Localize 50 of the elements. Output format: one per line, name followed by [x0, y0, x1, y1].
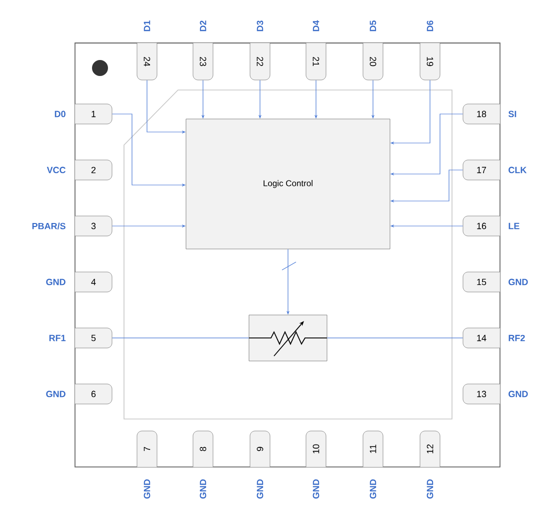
- pin-tab: 13: [462, 384, 500, 404]
- pin-label: D0: [54, 110, 66, 118]
- pin-tab: 19: [420, 42, 440, 80]
- pin-tab: 23: [192, 42, 214, 80]
- pin-tab: 8: [192, 430, 214, 468]
- pin-tab: 22: [250, 42, 270, 80]
- pin-label: D2: [200, 20, 206, 32]
- pin-label: GND: [46, 390, 66, 398]
- pin-label: GND: [370, 479, 376, 499]
- pin-tab: 11: [362, 430, 384, 468]
- pin-label: CLK: [508, 166, 527, 174]
- pin-tab: 15: [462, 272, 500, 292]
- pin-tab: 24: [136, 42, 158, 80]
- variable-resistor-box: [248, 314, 328, 362]
- pin-label: GND: [508, 278, 528, 286]
- pin-tab: 21: [306, 42, 326, 80]
- pin-tab: 18: [462, 104, 500, 124]
- pin-label: LE: [508, 222, 520, 230]
- pin-tab: 20: [362, 42, 384, 80]
- pin-tab: 6: [74, 384, 112, 404]
- pin-tab: 12: [420, 430, 440, 468]
- pin-tab: 2: [74, 160, 112, 180]
- pin-tab: 3: [74, 216, 112, 236]
- pin-label: PBAR/S: [32, 222, 66, 230]
- pin-label: RF1: [49, 334, 66, 342]
- pin-tab: 4: [74, 272, 112, 292]
- pin-tab: 1: [74, 104, 112, 124]
- pin-label: VCC: [46, 166, 66, 174]
- pin-tab: 10: [306, 430, 326, 468]
- pin-label: D4: [312, 20, 320, 32]
- pin-tab: 7: [136, 430, 158, 468]
- pin-label: GND: [426, 479, 434, 499]
- pin-tab: 9: [250, 430, 270, 468]
- pin-label: GND: [256, 479, 264, 499]
- pin-tab: 5: [74, 328, 112, 348]
- logic-block: Logic Control: [186, 118, 390, 250]
- pin-label: GND: [144, 479, 150, 499]
- pin-label: GND: [312, 479, 320, 499]
- pin-label: GND: [508, 390, 528, 398]
- pin-label: D1: [144, 20, 150, 32]
- pin-label: RF2: [508, 334, 525, 342]
- pin-label: D6: [426, 20, 434, 32]
- pin-label: D5: [370, 20, 376, 32]
- pin-tab: 16: [462, 216, 500, 236]
- pin-tab: 14: [462, 328, 500, 348]
- pin-label: SI: [508, 110, 516, 118]
- pin-label: D3: [256, 20, 264, 32]
- pin-label: GND: [46, 278, 66, 286]
- pin-label: GND: [200, 479, 206, 499]
- pin-tab: 17: [462, 160, 500, 180]
